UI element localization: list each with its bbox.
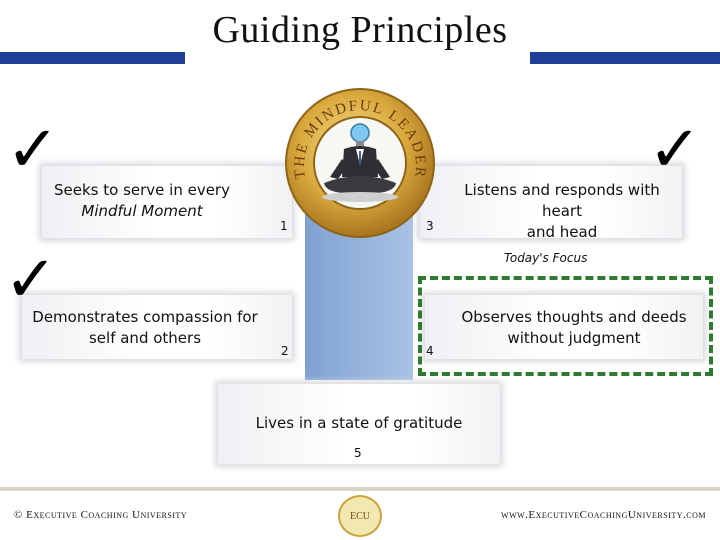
principle-5-text: Lives in a state of gratitude [218,413,500,434]
checkmark-icon: ✓ [648,118,702,182]
footer-website-link[interactable]: www.ExecutiveCoachingUniversity.com [501,509,706,521]
focus-label: Today's Focus [504,251,587,265]
principle-3-line1: Listens and responds with heart [442,180,682,222]
principle-3-line2: and head [442,222,682,243]
principle-card-2: Demonstrates compassion for self and oth… [22,295,292,359]
principle-2-line2: self and others [22,328,268,349]
principle-card-3: Listens and responds with heart and head [420,166,682,238]
mindful-leader-medallion: THE MINDFUL LEADER [282,85,438,241]
principle-1-line1: Seeks to serve in every [42,180,242,201]
title-bar-gap [185,52,530,64]
principle-2-number: 2 [281,344,289,358]
focus-highlight-box [418,276,713,376]
principle-card-1: Seeks to serve in every Mindful Moment [42,166,292,238]
checkmark-icon: ✓ [6,118,60,182]
university-seal-logo: ECU [338,495,382,537]
checkmark-icon: ✓ [4,248,58,312]
principle-5-number: 5 [354,446,362,460]
page-title: Guiding Principles [0,8,720,52]
principle-1-line2: Mindful Moment [42,201,242,222]
footer-copyright: © Executive Coaching University [14,509,187,521]
footer-divider [0,487,720,491]
principle-2-line1: Demonstrates compassion for [22,307,268,328]
seal-text: ECU [350,511,370,522]
